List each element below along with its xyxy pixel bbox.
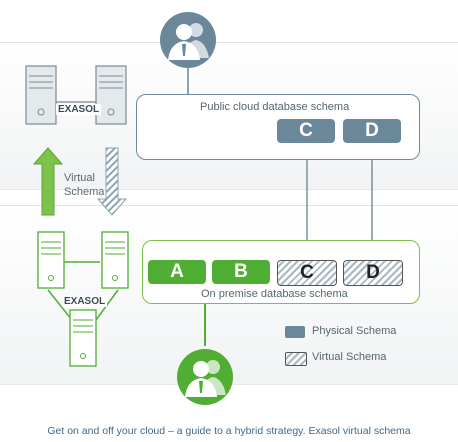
legend-virtual-label: Virtual Schema — [312, 351, 387, 363]
onprem-block-a: A — [148, 260, 206, 284]
cloud-server-left — [25, 65, 57, 125]
onprem-block-b: B — [212, 260, 270, 284]
onprem-server-left — [37, 231, 65, 289]
onprem-block-c: C — [277, 260, 337, 286]
cloud-exasol-logo: EXASOL — [56, 104, 102, 115]
onprem-exasol-logo: EXASOL — [62, 296, 108, 307]
onprem-server-bottom — [69, 309, 97, 367]
download-arrow — [96, 147, 128, 216]
legend-physical-label: Physical Schema — [312, 325, 397, 337]
cloud-server-right — [95, 65, 127, 125]
cloud-user-icon — [160, 12, 216, 68]
figure-caption: Get on and off your cloud – a guide to a… — [47, 425, 411, 437]
cloud-schema-label: Public cloud database schema — [200, 101, 350, 113]
upload-arrow — [32, 147, 64, 216]
onprem-user-icon — [177, 349, 233, 405]
transfer-label: Virtual Schema — [64, 172, 105, 198]
cloud-block-d: D — [343, 119, 401, 143]
onprem-block-d: D — [343, 260, 403, 286]
legend-physical-swatch — [285, 326, 305, 338]
legend-virtual-swatch — [285, 352, 307, 366]
cloud-block-c: C — [277, 119, 335, 143]
onprem-server-right — [101, 231, 129, 289]
onprem-schema-label: On premise database schema — [201, 288, 348, 300]
